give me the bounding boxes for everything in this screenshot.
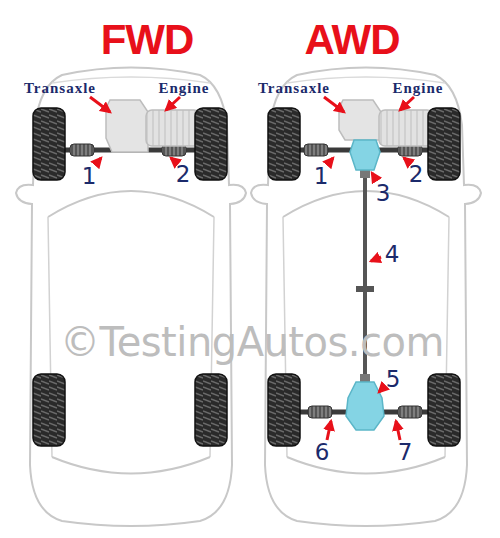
- drive-title: FWD: [101, 19, 194, 61]
- callout-number: 3: [376, 182, 391, 205]
- fwd-drivetrain: [33, 100, 227, 446]
- part-name: Engine: [392, 81, 443, 96]
- callout-number: 2: [176, 163, 191, 186]
- pointer-arrows: [90, 97, 414, 440]
- callout-number: 4: [385, 243, 400, 266]
- part-name: Transaxle: [24, 81, 96, 96]
- car-body: [16, 68, 246, 527]
- awd-drivetrain: [268, 100, 460, 446]
- drive-title: AWD: [305, 19, 400, 61]
- part-name: Transaxle: [258, 81, 330, 96]
- watermark: ©TestingAutos.com: [60, 322, 444, 362]
- callout-number: 7: [398, 441, 413, 464]
- callout-number: 5: [386, 368, 401, 391]
- car-body: [251, 68, 481, 527]
- callout-number: 2: [409, 163, 424, 186]
- callout-number: 1: [82, 165, 97, 188]
- part-name: Engine: [158, 81, 209, 96]
- callout-number: 1: [314, 165, 329, 188]
- callout-number: 6: [315, 441, 330, 464]
